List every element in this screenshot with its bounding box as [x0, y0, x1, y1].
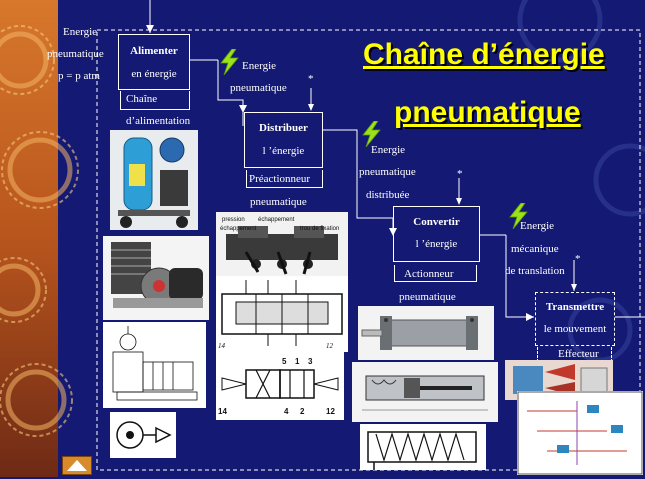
star-2: * — [457, 168, 463, 180]
schematic-thumbnail — [517, 391, 643, 475]
cylinder-photo — [358, 306, 494, 360]
valve-photo-label-4: trou de fixation — [300, 226, 339, 232]
energy2-line1: Energie — [371, 144, 406, 156]
valve-symbol-port-12: 12 — [326, 407, 335, 416]
block-alimenter-sub: en énergie — [131, 68, 177, 80]
block-transmettre-label: Transmettre — [545, 301, 605, 313]
energy3-line1: Energie — [520, 220, 555, 232]
valve-symbol-drawing: 5 1 3 14 4 2 12 — [216, 352, 344, 420]
subsystem-preactionneur-line2: pneumatique — [250, 196, 307, 208]
input-energy-line2: pneumatique — [47, 48, 104, 60]
subsystem-alimentation-line2: d’alimentation — [126, 115, 191, 127]
lightning-icon — [220, 49, 239, 75]
subsystem-effecteur-line1: Effecteur — [558, 348, 599, 360]
compressor-drawing — [103, 322, 206, 408]
star-1: * — [308, 73, 314, 85]
block-convertir-sub: l ’énergie — [415, 238, 458, 250]
energy1-line1: Energie — [242, 60, 277, 72]
valve-photo-label-1: pression — [222, 217, 245, 223]
star-3: * — [575, 253, 581, 265]
lightning-icon — [362, 121, 381, 147]
valve-section-port-14: 14 — [218, 342, 226, 350]
title-line2: pneumatique — [394, 96, 581, 129]
block-distribuer-sub: l ’énergie — [262, 145, 305, 157]
title-line1: Chaîne d’énergie — [363, 38, 605, 71]
block-distribuer-label: Distribuer — [259, 122, 308, 134]
energy1-line2: pneumatique — [230, 82, 287, 94]
up-arrow-icon — [67, 460, 87, 471]
valve-symbol-port-1: 1 — [295, 357, 300, 366]
block-distribuer: Distribuer l ’énergie — [244, 112, 323, 168]
valve-photo: pression échappement échappement trou de… — [216, 212, 348, 276]
motor-photo — [103, 236, 209, 320]
energy3-line2: mécanique — [511, 243, 559, 255]
subsystem-actionneur-box — [394, 265, 477, 282]
block-alimenter-label: Alimenter — [130, 45, 178, 57]
energy3-line3: de translation — [505, 265, 565, 277]
valve-symbol-port-2: 2 — [300, 407, 305, 416]
spring-cylinder-symbol — [360, 424, 486, 470]
energy2-line3: distribuée — [366, 189, 410, 201]
lightning-icon — [509, 203, 528, 229]
subsystem-actionneur-line2: pneumatique — [399, 291, 456, 303]
valve-symbol-port-5: 5 — [282, 357, 287, 366]
cylinder-cutaway-photo — [352, 362, 498, 422]
block-alimenter: Alimenter en énergie — [118, 34, 190, 90]
subsystem-actionneur-line1: Actionneur — [404, 268, 454, 280]
energy2-line2: pneumatique — [359, 166, 416, 178]
valve-section-drawing: 14 12 — [216, 276, 348, 352]
subsystem-alimentation-line1: Chaîne — [126, 93, 158, 105]
block-convertir-label: Convertir — [413, 216, 460, 228]
input-energy-line3: p = p atm — [58, 70, 100, 82]
pressure-source-symbol — [110, 412, 176, 458]
subsystem-preactionneur-box — [246, 170, 323, 188]
valve-photo-label-3: échappement — [220, 226, 257, 232]
input-energy-line1: Energie — [63, 26, 98, 38]
block-convertir: Convertir l ’énergie — [393, 206, 480, 262]
block-transmettre: Transmettre le mouvement — [535, 292, 615, 346]
valve-section-port-12: 12 — [326, 342, 334, 350]
subsystem-alimentation-box — [120, 91, 190, 110]
valve-photo-label-2: échappement — [258, 217, 295, 223]
block-transmettre-sub: le mouvement — [543, 323, 607, 335]
subsystem-preactionneur-line1: Préactionneur — [249, 173, 311, 185]
previous-slide-button[interactable] — [62, 456, 92, 475]
valve-symbol-port-4: 4 — [284, 407, 289, 416]
valve-symbol-port-3: 3 — [308, 357, 313, 366]
compressor-photo — [110, 130, 198, 230]
valve-symbol-port-14: 14 — [218, 407, 227, 416]
